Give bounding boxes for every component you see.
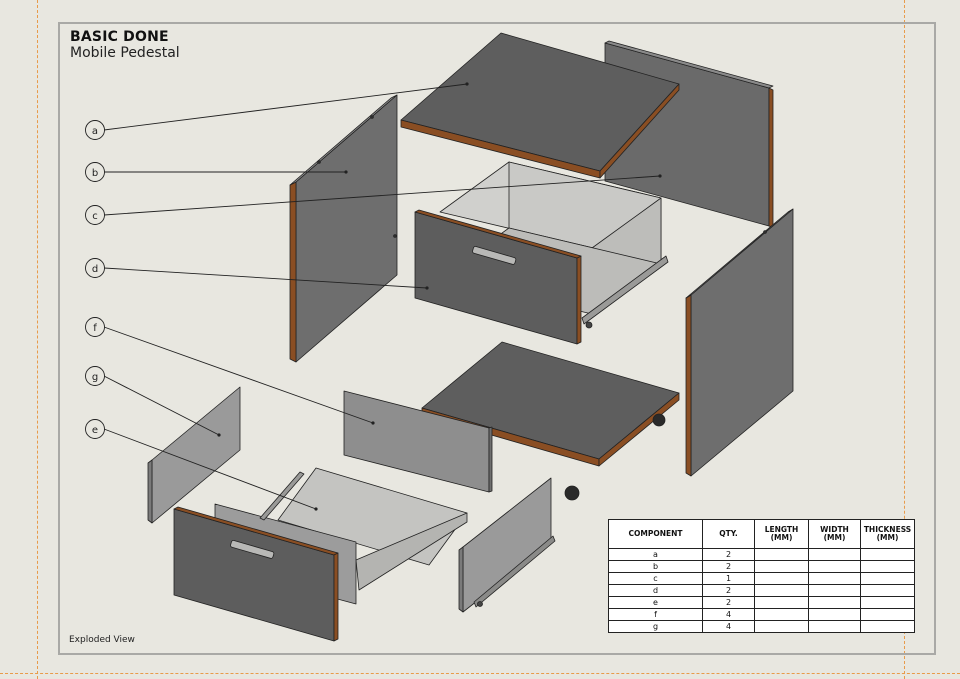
leader-d xyxy=(103,267,428,289)
bom-width xyxy=(808,560,861,573)
side-panel-b xyxy=(289,94,398,363)
bom-length xyxy=(754,620,809,633)
leader-lines xyxy=(103,83,661,510)
bom-component: c xyxy=(608,572,703,585)
bom-qty: 4 xyxy=(702,620,755,633)
bom-thickness xyxy=(860,596,915,609)
drawing-title: BASIC DONE xyxy=(70,29,169,45)
rail-panel-f xyxy=(343,390,493,493)
bom-header-component: COMPONENT xyxy=(608,519,703,549)
sheet-margin-right xyxy=(904,0,905,679)
view-label: Exploded View xyxy=(69,635,135,645)
leader-e xyxy=(103,428,317,510)
bom-thickness xyxy=(860,572,915,585)
bom-row: a 2 xyxy=(608,548,915,561)
balloon-c[interactable]: c xyxy=(85,205,105,225)
bom-length xyxy=(754,560,809,573)
bom-thickness xyxy=(860,548,915,561)
balloon-d[interactable]: d xyxy=(85,258,105,278)
leader-g xyxy=(103,375,220,436)
bom-length xyxy=(754,596,809,609)
leader-c xyxy=(103,175,661,216)
bom-header-row: COMPONENT QTY. LENGTH (MM) WIDTH (MM) TH… xyxy=(608,519,915,549)
bom-component: d xyxy=(608,584,703,597)
bom-component: e xyxy=(608,596,703,609)
balloon-e[interactable]: e xyxy=(85,419,105,439)
bom-component: a xyxy=(608,548,703,561)
sheet-margin-bottom xyxy=(0,673,960,674)
balloon-f-label: f xyxy=(93,323,97,334)
bom-width xyxy=(808,584,861,597)
bom-qty: 2 xyxy=(702,596,755,609)
bom-header-qty: QTY. xyxy=(702,519,755,549)
balloon-g-label: g xyxy=(92,372,98,383)
bom-thickness xyxy=(860,560,915,573)
bom-thickness xyxy=(860,584,915,597)
balloon-e-label: e xyxy=(92,425,98,436)
bom-header-length: LENGTH (MM) xyxy=(754,519,809,549)
rail-panel-right xyxy=(458,477,556,613)
balloon-a[interactable]: a xyxy=(85,120,105,140)
top-drawer-d xyxy=(414,161,669,345)
side-panel-right xyxy=(685,208,794,477)
balloon-a-label: a xyxy=(92,126,98,137)
bom-length xyxy=(754,608,809,621)
drawing-border xyxy=(58,22,936,655)
bom-header-thickness: THICKNESS (MM) xyxy=(860,519,915,549)
bom-row: c 1 xyxy=(608,572,915,585)
bom-qty: 2 xyxy=(702,584,755,597)
bom-width xyxy=(808,596,861,609)
bom-row: e 2 xyxy=(608,596,915,609)
balloon-f[interactable]: f xyxy=(85,317,105,337)
bom-length xyxy=(754,584,809,597)
bom-header-width: WIDTH (MM) xyxy=(808,519,861,549)
bom-row: g 4 xyxy=(608,620,915,633)
bom-width xyxy=(808,608,861,621)
bom-width xyxy=(808,548,861,561)
bom-qty: 1 xyxy=(702,572,755,585)
bom-length xyxy=(754,548,809,561)
bom-row: d 2 xyxy=(608,584,915,597)
bom-row: f 4 xyxy=(608,608,915,621)
bom-qty: 2 xyxy=(702,548,755,561)
leader-points xyxy=(217,82,662,511)
leader-a xyxy=(103,83,468,131)
bom-row: b 2 xyxy=(608,560,915,573)
drawing-subtitle: Mobile Pedestal xyxy=(70,45,180,61)
rail-panel-g xyxy=(147,386,241,524)
balloon-d-label: d xyxy=(92,264,98,275)
balloon-c-label: c xyxy=(92,211,98,222)
balloon-b[interactable]: b xyxy=(85,162,105,182)
balloon-g[interactable]: g xyxy=(85,366,105,386)
bom-thickness xyxy=(860,620,915,633)
bom-length xyxy=(754,572,809,585)
bom-width xyxy=(808,620,861,633)
bom-component: b xyxy=(608,560,703,573)
top-panel-a xyxy=(400,32,680,179)
bom-component: f xyxy=(608,608,703,621)
sheet-margin-left xyxy=(37,0,38,679)
bom-component: g xyxy=(608,620,703,633)
leader-f xyxy=(103,326,374,424)
balloon-b-label: b xyxy=(92,168,98,179)
bottom-drawer-e xyxy=(173,467,468,642)
bill-of-materials-table: COMPONENT QTY. LENGTH (MM) WIDTH (MM) TH… xyxy=(608,519,915,633)
bom-thickness xyxy=(860,608,915,621)
bom-qty: 4 xyxy=(702,608,755,621)
bom-width xyxy=(808,572,861,585)
bom-qty: 2 xyxy=(702,560,755,573)
